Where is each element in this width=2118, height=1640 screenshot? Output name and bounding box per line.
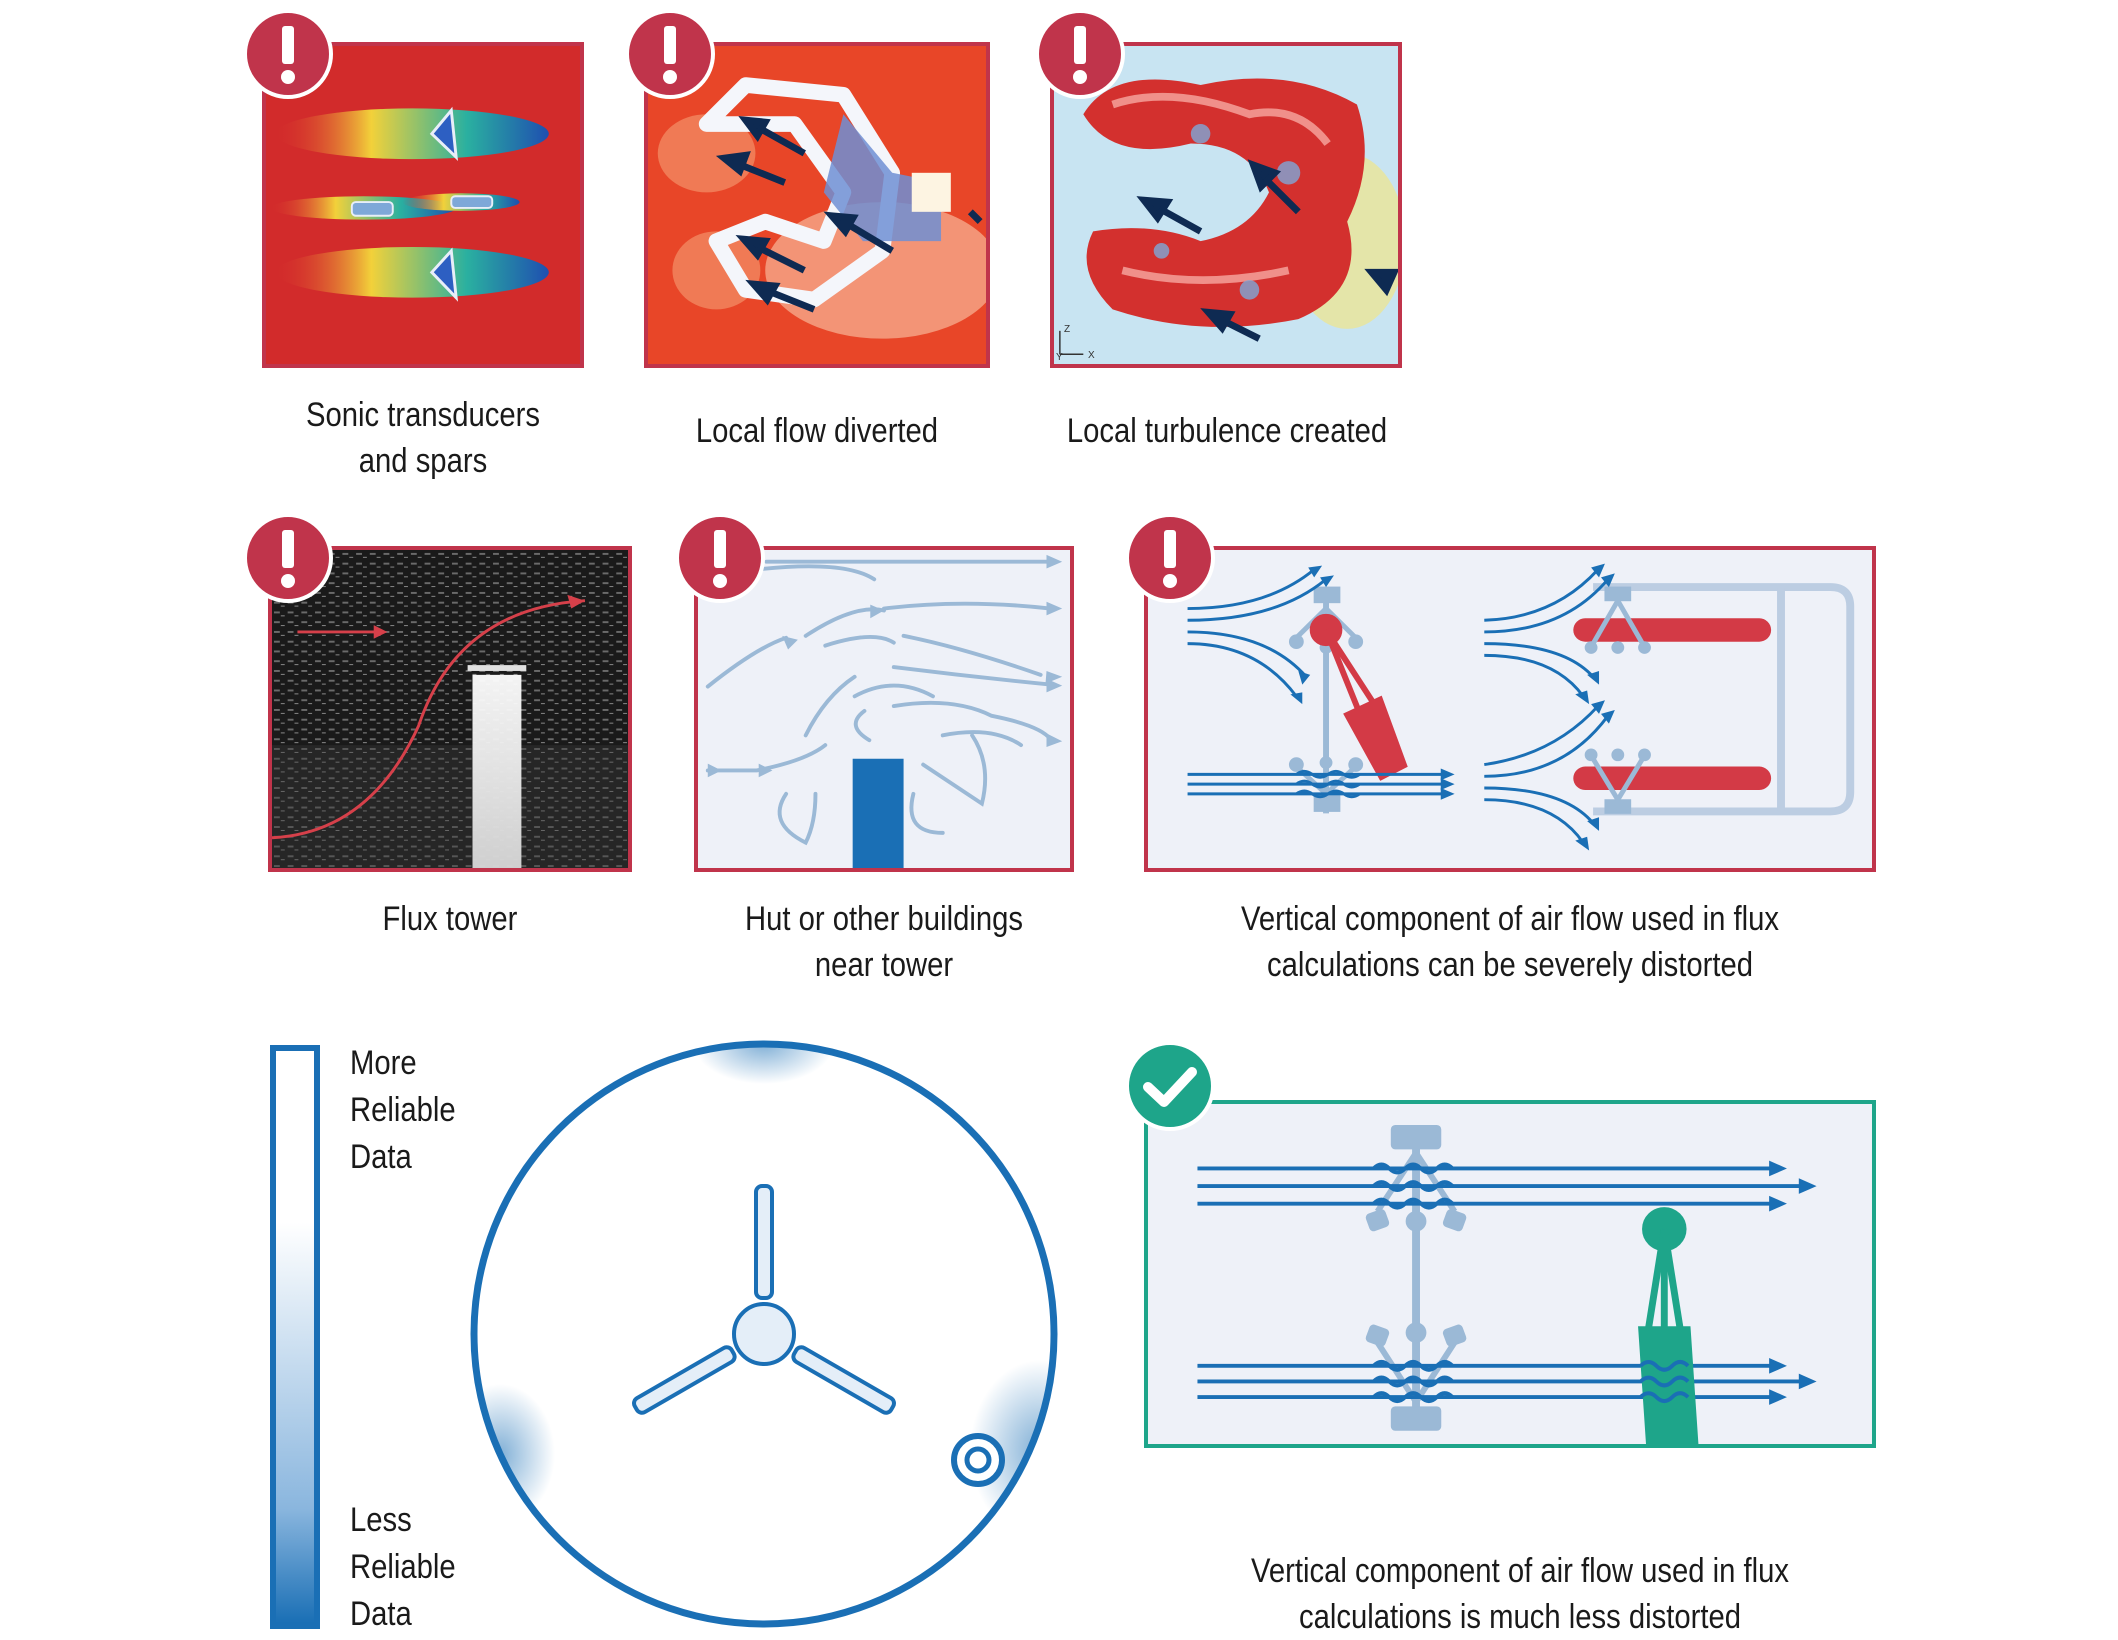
reliability-gradient-bar — [270, 1045, 320, 1629]
caption-turbulence: Local turbulence created — [1066, 412, 1388, 450]
distorted-flow-diagram — [1144, 546, 1876, 872]
warning-badge — [674, 512, 766, 604]
exclamation-icon — [1035, 9, 1125, 99]
exclamation-icon — [1125, 513, 1215, 603]
sonic-transducers-image — [262, 42, 584, 368]
exclamation-icon — [243, 9, 333, 99]
caption-distorted: Vertical component of air flow used in f… — [1241, 900, 1779, 984]
axis-y-label: Y — [1056, 352, 1063, 363]
local-flow-image — [644, 42, 990, 368]
legend-more-reliable: More Reliable Data — [350, 1044, 456, 1176]
warning-badge — [1034, 8, 1126, 100]
less-distorted-flow-diagram — [1144, 1100, 1876, 1448]
exclamation-icon — [625, 9, 715, 99]
exclamation-icon — [675, 513, 765, 603]
turbulence-image: X Y Z — [1050, 42, 1402, 368]
warning-badge — [624, 8, 716, 100]
flux-tower-image — [268, 546, 632, 872]
ok-badge — [1124, 1040, 1216, 1132]
caption-local-flow: Local flow diverted — [695, 412, 939, 450]
legend-less-reliable: Less Reliable Data — [350, 1501, 456, 1633]
axis-x-label: X — [1088, 350, 1095, 361]
hut-diagram — [694, 546, 1074, 872]
caption-less-distorted: Vertical component of air flow used in f… — [1251, 1552, 1789, 1636]
warning-badge — [242, 512, 334, 604]
caption-hut: Hut or other buildings near tower — [745, 900, 1023, 984]
warning-badge — [1124, 512, 1216, 604]
caption-flux-tower: Flux tower — [382, 900, 518, 938]
exclamation-icon — [243, 513, 333, 603]
axis-z-label: Z — [1064, 324, 1071, 335]
caption-sonic: Sonic transducers and spars — [305, 396, 541, 480]
top-view-reliability-diagram — [460, 1040, 1070, 1630]
checkmark-icon — [1125, 1041, 1215, 1131]
warning-badge — [242, 8, 334, 100]
